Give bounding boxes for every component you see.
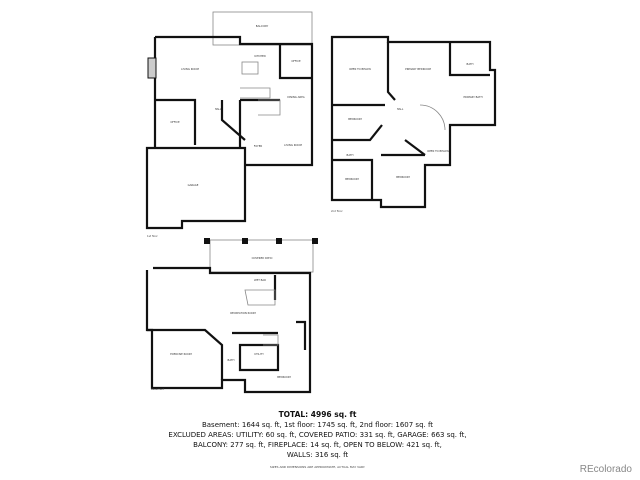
room-label: HALL	[215, 107, 222, 111]
room-label: OFFICE	[291, 59, 301, 63]
room-label: DINING AREA	[287, 95, 304, 99]
room-label: BATH	[467, 62, 474, 66]
room-label: BEDROOM	[348, 117, 362, 121]
basement-interior-walls	[147, 275, 307, 380]
room-label: UTILITY	[254, 352, 264, 356]
room-label: BATH	[347, 153, 354, 157]
floor-label: 1st floor	[147, 234, 159, 238]
room-label: OPEN TO BELOW	[427, 149, 449, 153]
room-label: LIVING ROOM	[181, 67, 199, 71]
fireplace	[147, 57, 157, 79]
basement-plan: COVERED PATIO WET BAR RECREATION ROOM EX…	[145, 238, 318, 394]
first-floor-walls	[145, 35, 314, 230]
patio-posts	[204, 238, 318, 244]
walls-area: WALLS: 316 sq. ft	[286, 451, 349, 459]
room-label: BEDROOM	[277, 375, 291, 379]
room-label: PRIMARY BEDROOM	[405, 67, 431, 71]
room-label: OFFICE	[170, 120, 180, 124]
disclaimer: SIZES AND DIMENSIONS ARE APPROXIMATE, AC…	[269, 465, 366, 469]
second-floor-walls	[330, 35, 497, 209]
covered-patio-outline	[209, 239, 314, 273]
room-label: BEDROOM	[345, 177, 359, 181]
curved-stairs	[419, 104, 446, 131]
room-label: WET BAR	[254, 278, 266, 282]
room-label: PRIMARY BATH	[463, 95, 482, 99]
stairs	[240, 87, 281, 116]
room-label: BATH	[228, 358, 235, 362]
first-floor-plan: BALCONY KITCHEN LIVING ROOM OFFICE DININ…	[145, 11, 314, 238]
room-label: LIVING ROOM	[284, 143, 302, 147]
second-floor-interior-walls	[332, 42, 490, 200]
kitchen-island	[241, 61, 259, 75]
room-label: BEDROOM	[396, 175, 410, 179]
first-floor-interior-walls	[153, 37, 312, 148]
bar-and-stairs	[244, 289, 279, 346]
room-label: RECREATION ROOM	[230, 311, 256, 315]
excluded-areas: EXCLUDED AREAS: UTILITY: 60 sq. ft, COVE…	[168, 431, 467, 439]
watermark-logo: REcolorado	[579, 464, 632, 475]
room-label: EXERCISE ROOM	[170, 352, 192, 356]
excluded-areas-cont: BALCONY: 277 sq. ft, FIREPLACE: 14 sq. f…	[193, 441, 442, 449]
room-label: GARAGE	[188, 183, 199, 187]
room-label: KITCHEN	[254, 54, 265, 58]
room-label: HALL	[397, 107, 404, 111]
room-label: FOYER	[254, 144, 263, 148]
total-area: TOTAL: 4996 sq. ft	[278, 410, 357, 419]
second-floor-plan: OPEN TO BELOW PRIMARY BEDROOM BATH PRIMA…	[330, 35, 497, 213]
floor-label: Basement	[151, 387, 164, 391]
floor-label: 2nd floor	[331, 209, 344, 213]
room-label: COVERED PATIO	[252, 256, 273, 260]
room-label: BALCONY	[256, 24, 269, 28]
room-label: OPEN TO BELOW	[349, 67, 371, 71]
floor-areas: Basement: 1644 sq. ft, 1st floor: 1745 s…	[201, 421, 434, 429]
balcony-outline	[212, 11, 313, 46]
